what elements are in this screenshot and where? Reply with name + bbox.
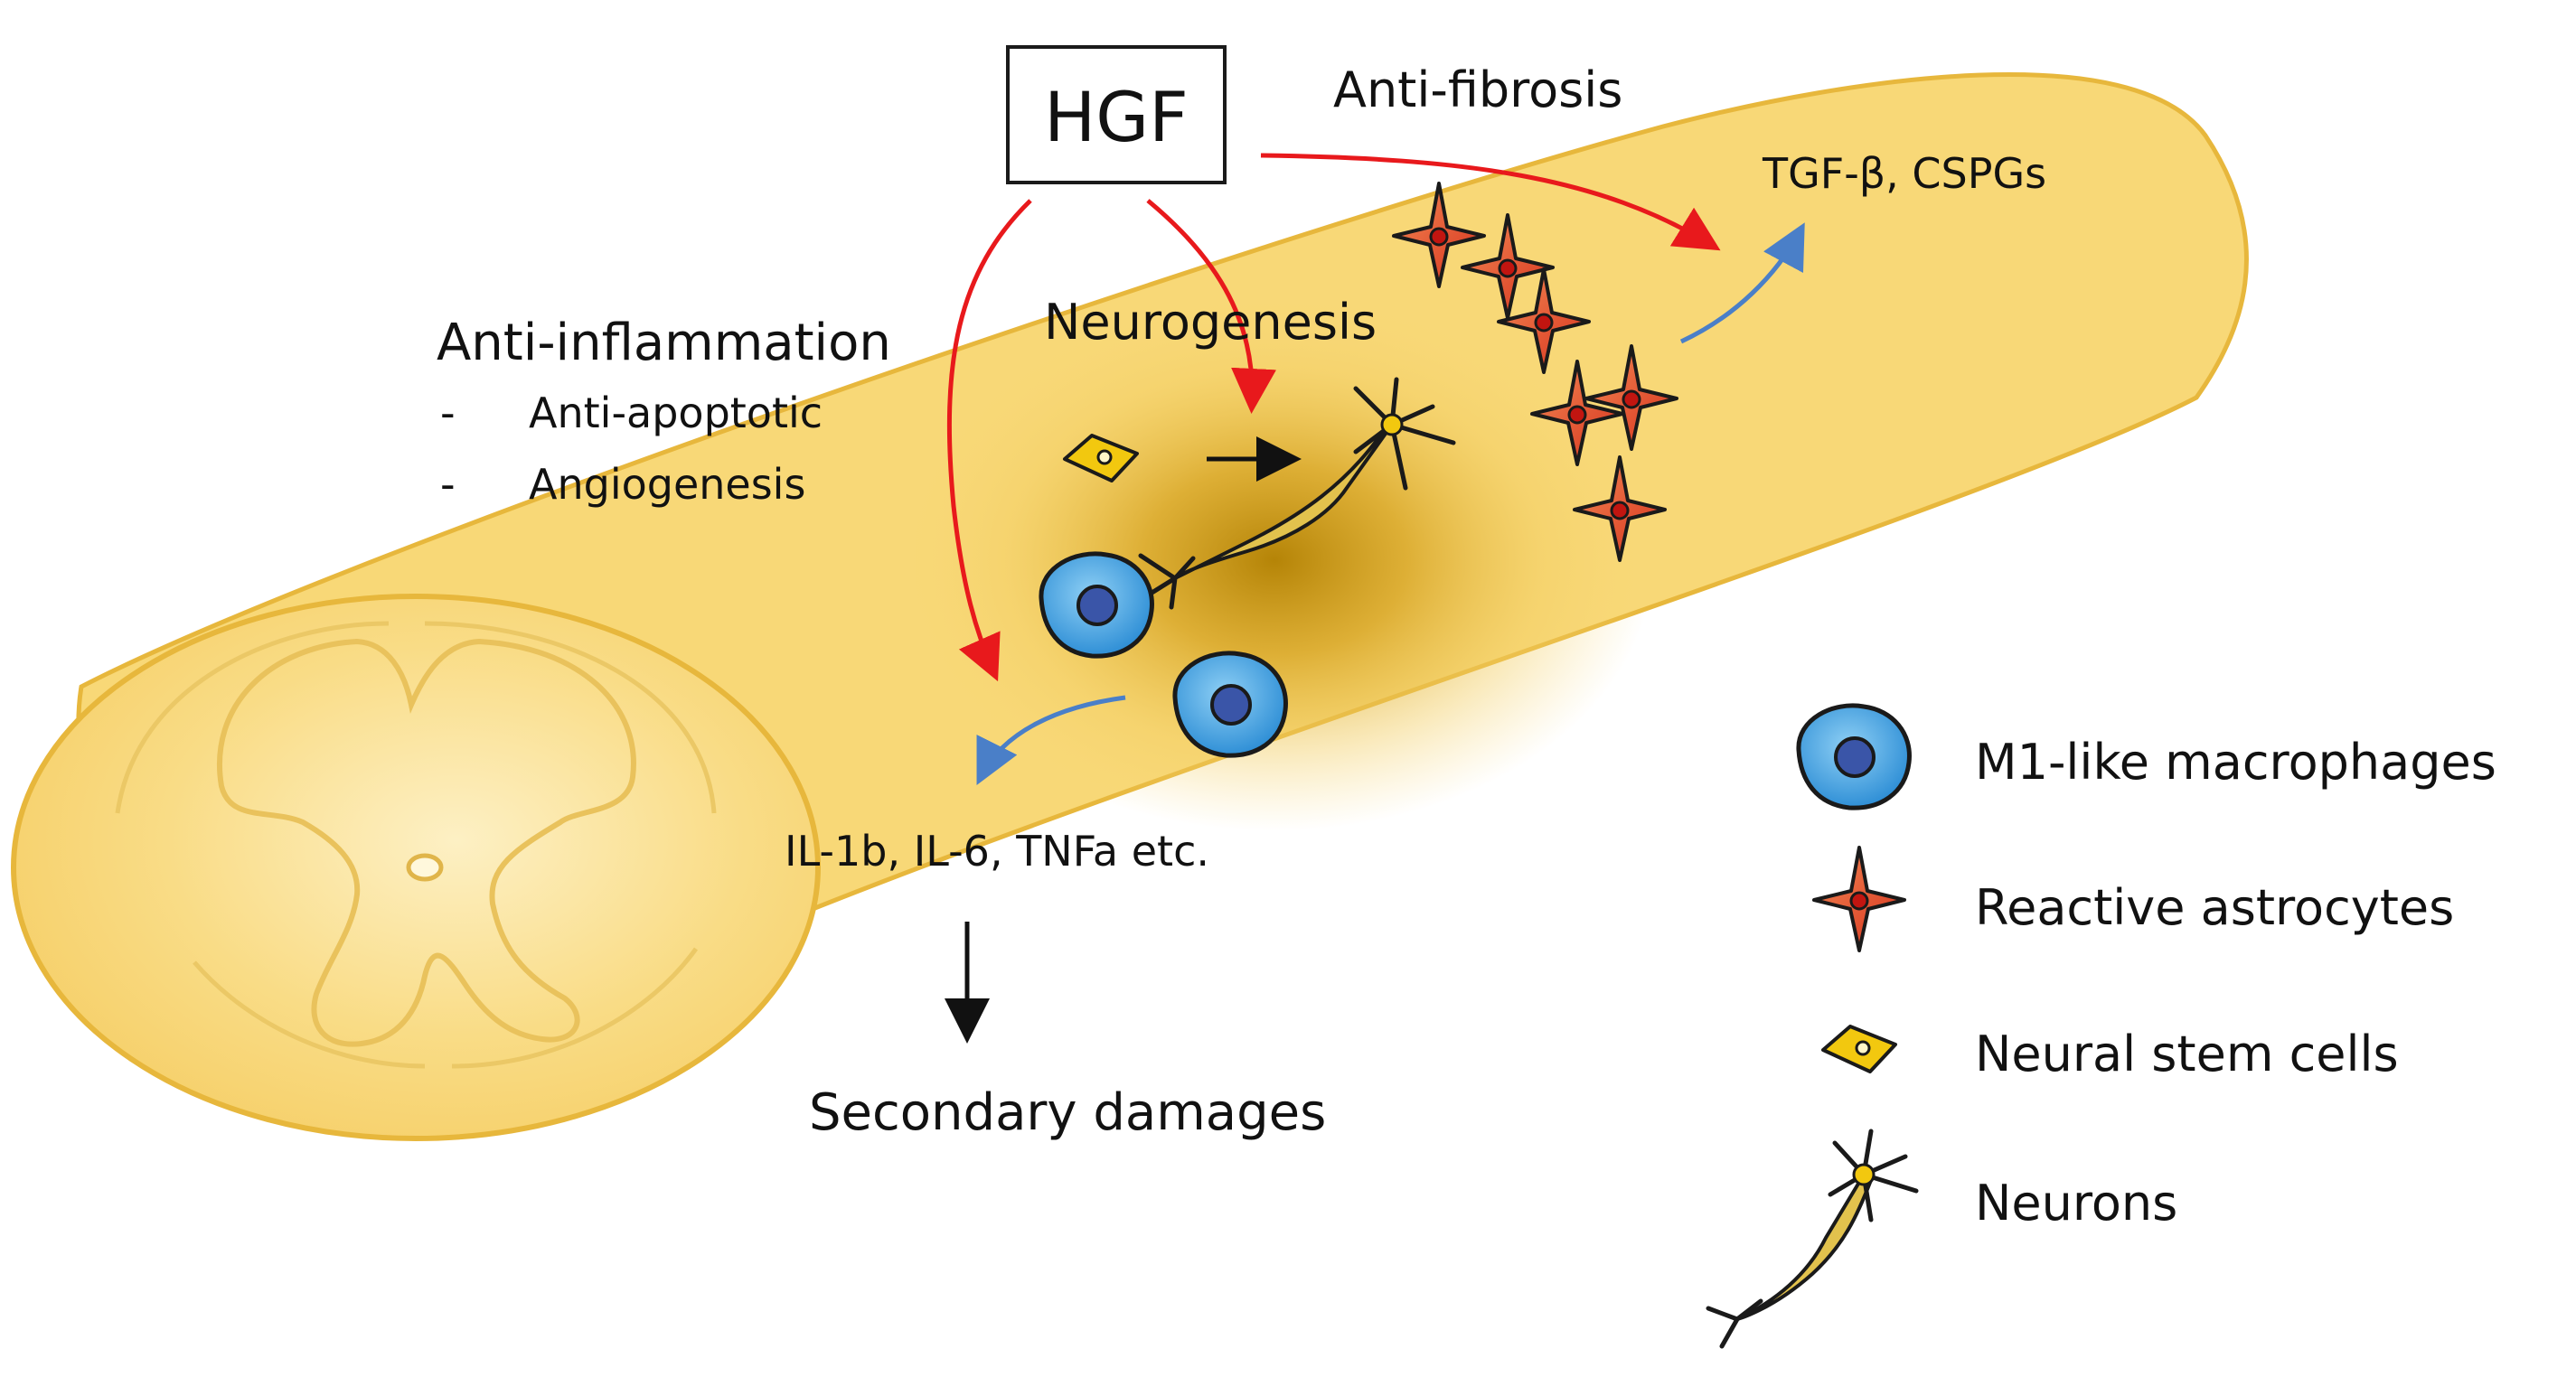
neuron-icon [1706, 1129, 1919, 1349]
arrow-to-fibrosis-molecules [1260, 153, 1721, 251]
legend-item: Neural stem cells [1821, 1025, 2399, 1082]
lesion-site [895, 289, 1654, 831]
neurogenesis-label: Neurogenesis [1044, 294, 1377, 351]
hgf-box: HGF [1006, 45, 1227, 184]
sub-item-label: Angiogenesis [529, 460, 805, 509]
anti-fibrosis-label: Anti-fibrosis [1333, 61, 1622, 118]
macrophage-to-cytokine-arrow [976, 695, 1126, 785]
arrow-to-neurogenesis [1146, 199, 1276, 414]
cytokines-label: IL-1b, IL-6, TNFa etc. [785, 827, 1209, 876]
spinal-cord-cross-section [11, 594, 821, 1141]
fibrosis-molecules-label: TGF-β, CSPGs [1762, 149, 2046, 198]
hgf-label: HGF [1044, 77, 1189, 157]
legend-label: M1-like macrophages [1975, 734, 2496, 791]
astrocyte-icon [1812, 846, 1906, 952]
neuron [1138, 377, 1456, 610]
secondary-damages-label: Secondary damages [809, 1083, 1326, 1142]
legend-label: Neural stem cells [1975, 1026, 2399, 1082]
anti-inflammation-sub-list: - Anti-apoptotic - Angiogenesis [440, 389, 823, 509]
astrocyte-to-tgf-arrow [1679, 222, 1805, 344]
gray-matter-outline [217, 638, 636, 1047]
legend-label: Reactive astrocytes [1975, 879, 2454, 936]
legend-item: Reactive astrocytes [1812, 846, 2454, 952]
macrophage-cell [1175, 653, 1286, 755]
central-canal [406, 853, 444, 882]
sub-item-bullet: - [440, 460, 456, 509]
legend: M1-like macrophages Reactive astrocytes … [1706, 706, 2496, 1349]
sub-item-label: Anti-apoptotic [529, 389, 823, 437]
legend-item: Neurons [1706, 1129, 2177, 1349]
spinal-cord [11, 71, 2249, 1141]
hgf-effect-arrows [946, 153, 1721, 682]
legend-item: M1-like macrophages [1799, 706, 2496, 808]
anti-inflammation-label: Anti-inflammation [437, 314, 891, 372]
arrow-to-inflammation [946, 199, 1032, 682]
cell-output-arrows [976, 222, 1805, 785]
legend-label: Neurons [1975, 1175, 2177, 1232]
sub-item-bullet: - [440, 389, 456, 437]
macrophage-icon [1799, 706, 1910, 808]
macrophage-cell [1041, 554, 1152, 656]
neural-stem-cell-icon [1821, 1025, 1897, 1073]
